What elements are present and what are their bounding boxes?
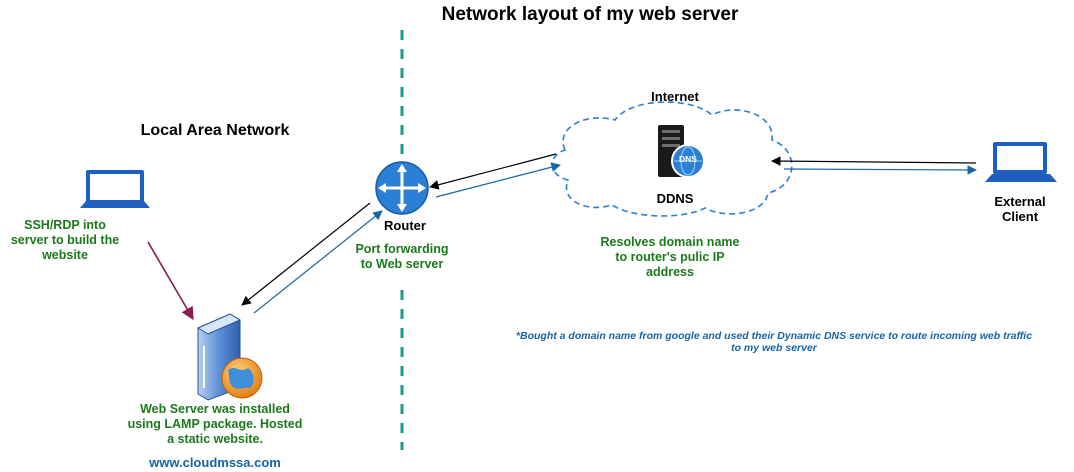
web-server-icon (196, 313, 263, 401)
client-to-internet-arrow (771, 156, 977, 166)
dns-badge-text: DNS (679, 154, 697, 164)
router-label: Router (384, 218, 426, 233)
laptop-caption: SSH/RDP into server to build the website (10, 218, 120, 262)
footnote: *Bought a domain name from google and us… (515, 330, 1033, 355)
internet-label: Internet (651, 89, 699, 104)
lan-heading: Local Area Network (140, 122, 290, 139)
ssh-arrow (147, 241, 194, 321)
router-to-internet-arrow (435, 162, 561, 198)
external-client-label: External Client (994, 194, 1046, 225)
internet-to-client-arrow (783, 165, 977, 175)
router-caption: Port forwarding to Web server (355, 242, 449, 271)
external-client-laptop-icon (985, 142, 1057, 182)
dns-server-icon (658, 125, 705, 178)
router-icon (375, 161, 429, 215)
diagram-title: Network layout of my web server (441, 4, 739, 25)
site-url: www.cloudmssa.com (149, 455, 281, 470)
internet-to-router-arrow (429, 153, 557, 190)
router-to-server-arrow (241, 202, 371, 306)
lan-laptop-icon (80, 170, 150, 208)
server-to-router-arrow (253, 210, 383, 314)
ddns-caption: Resolves domain name to router's pulic I… (600, 235, 740, 279)
ddns-label: DDNS (656, 191, 694, 206)
internet-cloud-shape (551, 101, 793, 217)
server-caption: Web Server was installed using LAMP pack… (127, 402, 303, 446)
